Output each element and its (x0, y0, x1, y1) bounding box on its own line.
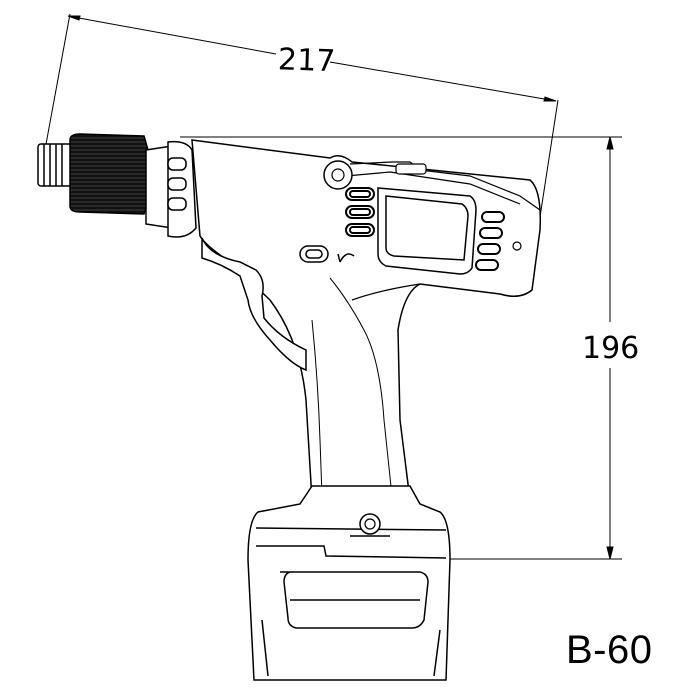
height-dimension-label: 196 (582, 331, 639, 366)
bit-holder (37, 143, 73, 187)
display-panel (377, 187, 477, 275)
direction-switch (299, 245, 355, 263)
height-dimension (180, 136, 622, 560)
front-ring (145, 140, 197, 238)
trigger (201, 237, 307, 372)
width-dimension (43, 13, 559, 231)
right-vents (475, 211, 522, 271)
torque-collar (69, 133, 149, 215)
model-label: B-60 (566, 628, 653, 672)
rear-housing (323, 160, 541, 301)
grip-contours (311, 277, 393, 497)
left-vents (345, 187, 375, 237)
width-dimension-label: 217 (277, 42, 335, 79)
battery-pack (247, 485, 451, 681)
